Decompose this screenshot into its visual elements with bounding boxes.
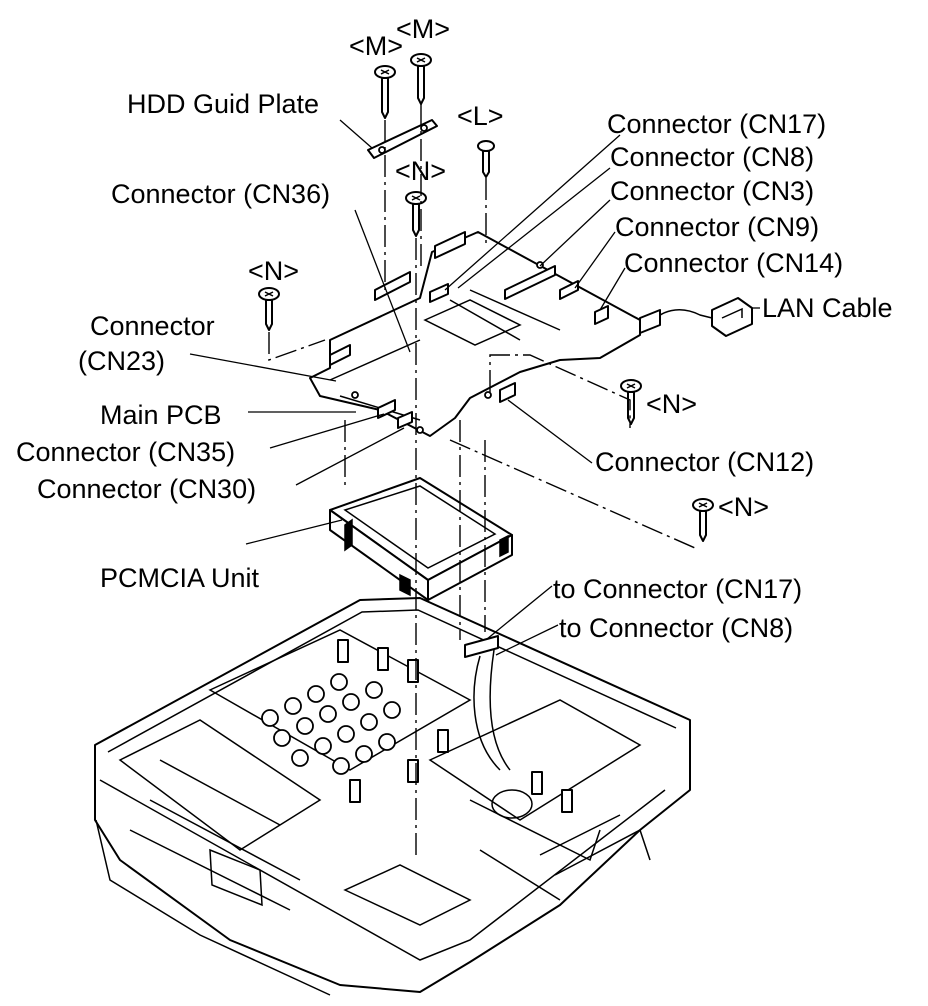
screw-n-center: [405, 191, 427, 237]
screw-label-n-left: <N>: [248, 256, 299, 286]
diagram-labels: <M> <M> <L> <N> <N> <N> <N> HDD Guid Pla…: [16, 14, 893, 643]
screw-n-right-low: [692, 498, 714, 542]
label-main-pcb: Main PCB: [100, 400, 222, 430]
screw-n-left: [258, 287, 280, 331]
screw-label-n-right-low: <N>: [718, 492, 769, 522]
screw-m-right: [410, 53, 432, 105]
bottom-case-chassis: [94, 597, 691, 996]
label-connector-cn23-line2: (CN23): [78, 346, 165, 376]
label-connector-cn8: Connector (CN8): [610, 142, 814, 172]
lan-cable-part: [639, 297, 753, 337]
label-connector-cn12: Connector (CN12): [595, 447, 814, 477]
screw-label-n-center: <N>: [395, 156, 446, 186]
label-to-connector-cn8: to Connector (CN8): [559, 613, 793, 643]
label-connector-cn9: Connector (CN9): [615, 212, 819, 242]
label-to-connector-cn17: to Connector (CN17): [553, 574, 802, 604]
label-connector-cn30: Connector (CN30): [37, 474, 256, 504]
screw-m-left: [374, 65, 396, 119]
label-pcmcia-unit: PCMCIA Unit: [100, 563, 260, 593]
label-lan-cable: LAN Cable: [762, 293, 893, 323]
label-connector-cn14: Connector (CN14): [624, 248, 843, 278]
leader-lines: [189, 119, 760, 656]
alignment-lines: [268, 104, 696, 860]
label-connector-cn3: Connector (CN3): [610, 176, 814, 206]
screw-l: [477, 140, 495, 178]
label-connector-cn17: Connector (CN17): [607, 109, 826, 139]
screw-label-n-right-mid: <N>: [646, 389, 697, 419]
screw-label-m-right: <M>: [396, 14, 450, 44]
cable-to-cn17-cn8: [464, 635, 511, 771]
hdd-guide-plate: [367, 119, 438, 159]
main-pcb-board: [309, 231, 641, 437]
screw-label-l: <L>: [457, 101, 504, 131]
label-connector-cn35: Connector (CN35): [16, 437, 235, 467]
label-hdd-guide-plate: HDD Guid Plate: [127, 89, 319, 119]
pcmcia-unit: [329, 477, 513, 601]
screw-n-right-mid: [620, 379, 642, 425]
label-connector-cn23-line1: Connector: [90, 311, 215, 341]
label-connector-cn36: Connector (CN36): [111, 179, 330, 209]
screw-label-m-left: <M>: [349, 31, 403, 61]
